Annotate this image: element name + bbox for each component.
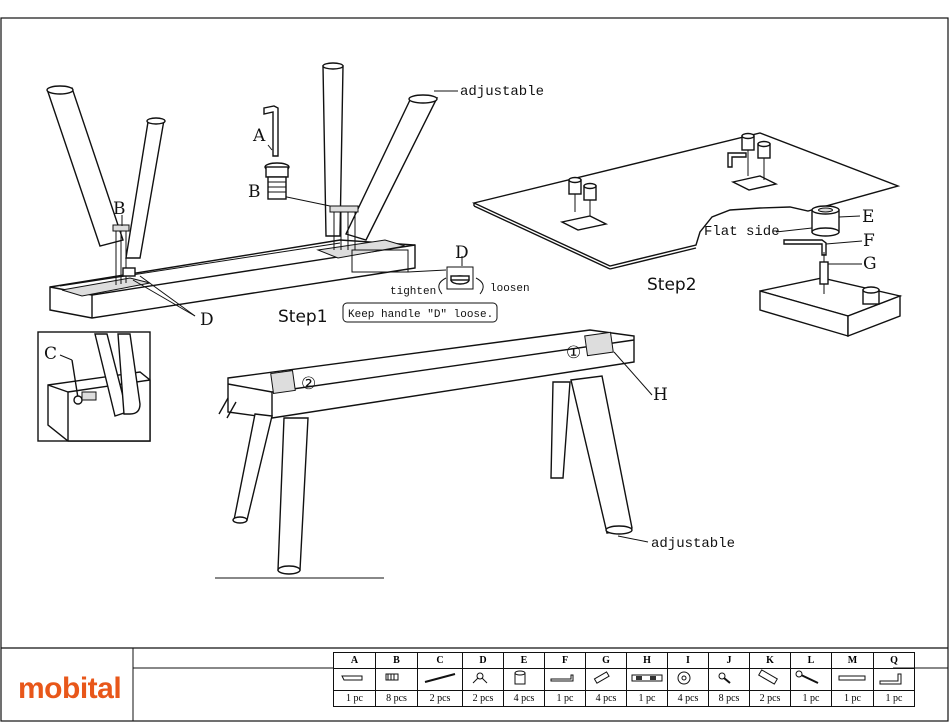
label-b-mid: B xyxy=(248,182,261,202)
long-rod-icon xyxy=(418,669,463,691)
label-f: F xyxy=(863,231,875,251)
step2-tabletop-illustration xyxy=(474,133,898,269)
marker-2: ② xyxy=(301,374,316,394)
part-qty-g: 4 pcs xyxy=(586,691,627,707)
part-code-g: G xyxy=(586,653,627,669)
label-c: C xyxy=(44,344,57,364)
part-code-m: M xyxy=(832,653,874,669)
screw-icon xyxy=(709,669,750,691)
part-qty-k: 2 pcs xyxy=(750,691,791,707)
handle-d-detail xyxy=(439,267,483,294)
wrench-icon xyxy=(791,669,832,691)
hex-key-icon xyxy=(545,669,586,691)
handle-icon xyxy=(463,669,504,691)
part-code-i: I xyxy=(668,653,709,669)
part-qty-d: 2 pcs xyxy=(463,691,504,707)
part-b-bolt-icon xyxy=(265,163,289,199)
step1-frame-illustration xyxy=(47,63,483,318)
part-code-j: J xyxy=(709,653,750,669)
part-code-k: K xyxy=(750,653,791,669)
part-code-a: A xyxy=(334,653,376,669)
step2-title: Step2 xyxy=(647,275,697,295)
washer-icon xyxy=(668,669,709,691)
label-d-right: D xyxy=(455,243,469,263)
part-code-l: L xyxy=(791,653,832,669)
note-text: Keep handle "D" loose. xyxy=(348,309,493,321)
part-code-b: B xyxy=(376,653,418,669)
label-g: G xyxy=(863,254,877,274)
plate-icon xyxy=(750,669,791,691)
part-qty-l: 1 pc xyxy=(791,691,832,707)
label-tighten: tighten xyxy=(390,286,436,298)
cylinder-nut-icon xyxy=(504,669,545,691)
part-code-e: E xyxy=(504,653,545,669)
part-qty-b: 8 pcs xyxy=(376,691,418,707)
part-qty-m: 1 pc xyxy=(832,691,874,707)
label-adjustable-top: adjustable xyxy=(460,84,544,100)
part-qty-a: 1 pc xyxy=(334,691,376,707)
part-code-f: F xyxy=(545,653,586,669)
part-qty-e: 4 pcs xyxy=(504,691,545,707)
label-b-left: B xyxy=(113,199,126,219)
parts-icon-row xyxy=(334,669,915,691)
bracket-icon xyxy=(627,669,668,691)
part-e-cylinder-icon xyxy=(812,206,839,236)
label-flat-side: Flat side xyxy=(704,224,780,240)
label-loosen: loosen xyxy=(490,283,530,295)
part-qty-q: 1 pc xyxy=(874,691,915,707)
part-qty-h: 1 pc xyxy=(627,691,668,707)
step1-title: Step1 xyxy=(278,307,328,327)
marker-1: ① xyxy=(566,343,581,363)
l-key-icon xyxy=(874,669,915,691)
label-e: E xyxy=(862,207,874,227)
step2-block-detail xyxy=(760,206,900,336)
part-qty-j: 8 pcs xyxy=(709,691,750,707)
pin-icon xyxy=(832,669,874,691)
label-adjustable-bottom: adjustable xyxy=(651,536,735,552)
part-qty-f: 1 pc xyxy=(545,691,586,707)
brand-logo: mobital xyxy=(8,662,126,702)
step3-frame-illustration xyxy=(215,330,652,578)
part-code-d: D xyxy=(463,653,504,669)
label-d-left: D xyxy=(200,310,214,330)
label-a: A xyxy=(252,126,266,146)
label-h: H xyxy=(653,385,668,405)
part-qty-i: 4 pcs xyxy=(668,691,709,707)
bolt-icon xyxy=(376,669,418,691)
part-code-c: C xyxy=(418,653,463,669)
allen-key-icon xyxy=(334,669,376,691)
part-code-q: Q xyxy=(874,653,915,669)
dowel-icon xyxy=(586,669,627,691)
part-code-h: H xyxy=(627,653,668,669)
part-qty-c: 2 pcs xyxy=(418,691,463,707)
part-f-hex-key-icon xyxy=(784,240,826,255)
brand-logo-text: mobital xyxy=(18,672,121,706)
